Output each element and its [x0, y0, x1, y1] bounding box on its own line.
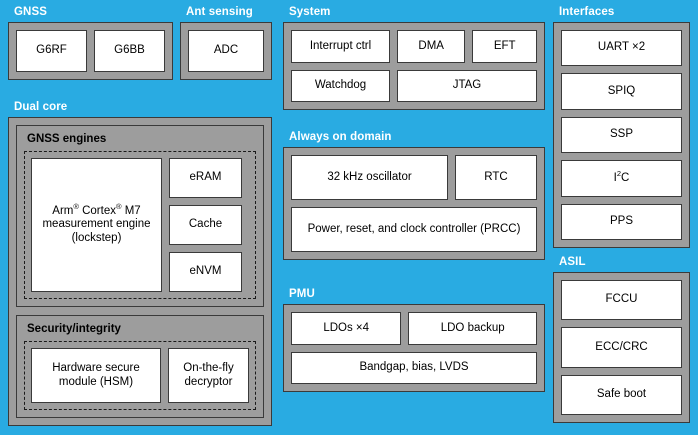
- block-dma[interactable]: DMA: [397, 30, 466, 63]
- i2c-superscript-two: 2: [616, 168, 622, 178]
- group-title-ant-sensing: Ant sensing: [186, 6, 253, 18]
- block-32khz-oscillator[interactable]: 32 kHz oscillator: [291, 155, 448, 200]
- block-hsm[interactable]: Hardware secure module (HSM): [31, 348, 161, 403]
- block-eft[interactable]: EFT: [472, 30, 538, 63]
- group-title-gnss: GNSS: [14, 6, 47, 18]
- security-integrity-dashed-region: Hardware secure module (HSM) On-the-fly …: [24, 341, 256, 410]
- group-title-system: System: [289, 6, 331, 18]
- group-system: System Interrupt ctrl DMA EFT Watchdog J…: [283, 6, 545, 110]
- group-title-pmu: PMU: [289, 288, 315, 300]
- block-ssp[interactable]: SSP: [561, 116, 682, 154]
- measurement-engine-text: Arm® Cortex® M7 measurement engine (lock…: [42, 201, 151, 244]
- panel-system: Interrupt ctrl DMA EFT Watchdog JTAG: [283, 22, 545, 110]
- group-title-asil: ASIL: [559, 256, 586, 268]
- group-pmu: PMU LDOs ×4 LDO backup Bandgap, bias, LV…: [283, 288, 545, 392]
- block-interrupt-ctrl[interactable]: Interrupt ctrl: [291, 30, 390, 63]
- group-title-always-on-domain: Always on domain: [289, 131, 392, 143]
- system-row-1: Interrupt ctrl DMA EFT: [291, 30, 538, 63]
- ant-sensing-block-row: ADC: [188, 30, 264, 72]
- panel-pmu: LDOs ×4 LDO backup Bandgap, bias, LVDS: [283, 304, 545, 392]
- group-always-on-domain: Always on domain 32 kHz oscillator RTC P…: [283, 131, 545, 260]
- block-adc[interactable]: ADC: [188, 30, 264, 72]
- pmu-row-1: LDOs ×4 LDO backup: [291, 312, 538, 345]
- block-watchdog[interactable]: Watchdog: [291, 69, 390, 102]
- group-title-dual-core: Dual core: [14, 101, 68, 113]
- subpanel-security-integrity: Security/integrity Hardware secure modul…: [16, 315, 264, 418]
- gnss-block-row: G6RF G6BB: [16, 30, 166, 72]
- group-ant-sensing: Ant sensing ADC: [180, 6, 272, 80]
- pmu-row-2: Bandgap, bias, LVDS: [291, 351, 537, 384]
- block-ecc-crc[interactable]: ECC/CRC: [561, 327, 682, 368]
- system-row-2: Watchdog JTAG: [291, 69, 537, 102]
- panel-gnss: G6RF G6BB: [8, 22, 173, 80]
- always-on-domain-row-2: Power, reset, and clock controller (PRCC…: [291, 207, 537, 252]
- block-envm[interactable]: eNVM: [169, 252, 242, 292]
- block-eram[interactable]: eRAM: [169, 158, 242, 198]
- group-title-interfaces: Interfaces: [559, 6, 615, 18]
- always-on-domain-row-1: 32 kHz oscillator RTC: [291, 155, 537, 200]
- group-asil: ASIL FCCU ECC/CRC Safe boot: [553, 256, 690, 423]
- block-bandgap-bias-lvds[interactable]: Bandgap, bias, LVDS: [291, 351, 537, 384]
- panel-interfaces: UART ×2 SPIQ SSP I2C PPS: [553, 22, 690, 248]
- panel-always-on-domain: 32 kHz oscillator RTC Power, reset, and …: [283, 147, 545, 260]
- group-gnss: GNSS G6RF G6BB: [8, 6, 173, 80]
- block-uart[interactable]: UART ×2: [561, 30, 682, 67]
- block-cache[interactable]: Cache: [169, 205, 242, 245]
- block-prcc[interactable]: Power, reset, and clock controller (PRCC…: [291, 207, 537, 252]
- block-pps[interactable]: PPS: [561, 203, 682, 241]
- subpanel-title-gnss-engines: GNSS engines: [27, 133, 107, 145]
- registered-mark-cortex-icon: ®: [115, 201, 122, 211]
- group-dual-core: Dual core GNSS engines Arm® Cortex® M7 m…: [8, 101, 272, 427]
- block-ldos[interactable]: LDOs ×4: [291, 312, 402, 345]
- gnss-engines-dashed-region: Arm® Cortex® M7 measurement engine (lock…: [24, 151, 256, 299]
- panel-dual-core: GNSS engines Arm® Cortex® M7 measurement…: [8, 117, 272, 426]
- group-interfaces: Interfaces UART ×2 SPIQ SSP I2C PPS: [553, 6, 690, 248]
- block-safe-boot[interactable]: Safe boot: [561, 374, 682, 415]
- block-spiq[interactable]: SPIQ: [561, 73, 682, 110]
- block-measurement-engine[interactable]: Arm® Cortex® M7 measurement engine (lock…: [31, 158, 162, 292]
- block-g6bb[interactable]: G6BB: [94, 30, 166, 72]
- i2c-label: I2C: [613, 168, 630, 184]
- block-on-the-fly-decryptor[interactable]: On-the-fly decryptor: [168, 348, 249, 403]
- block-ldo-backup[interactable]: LDO backup: [408, 312, 538, 345]
- registered-mark-arm-icon: ®: [73, 201, 79, 211]
- panel-asil: FCCU ECC/CRC Safe boot: [553, 272, 690, 423]
- memory-block-column: eRAM Cache eNVM: [169, 158, 242, 292]
- subpanel-gnss-engines: GNSS engines Arm® Cortex® M7 measurement…: [16, 125, 264, 307]
- block-g6rf[interactable]: G6RF: [16, 30, 87, 72]
- subpanel-title-security-integrity: Security/integrity: [27, 323, 121, 335]
- block-jtag[interactable]: JTAG: [397, 69, 537, 102]
- block-i2c[interactable]: I2C: [561, 160, 682, 197]
- block-rtc[interactable]: RTC: [455, 155, 537, 200]
- block-fccu[interactable]: FCCU: [561, 280, 682, 321]
- panel-ant-sensing: ADC: [180, 22, 272, 80]
